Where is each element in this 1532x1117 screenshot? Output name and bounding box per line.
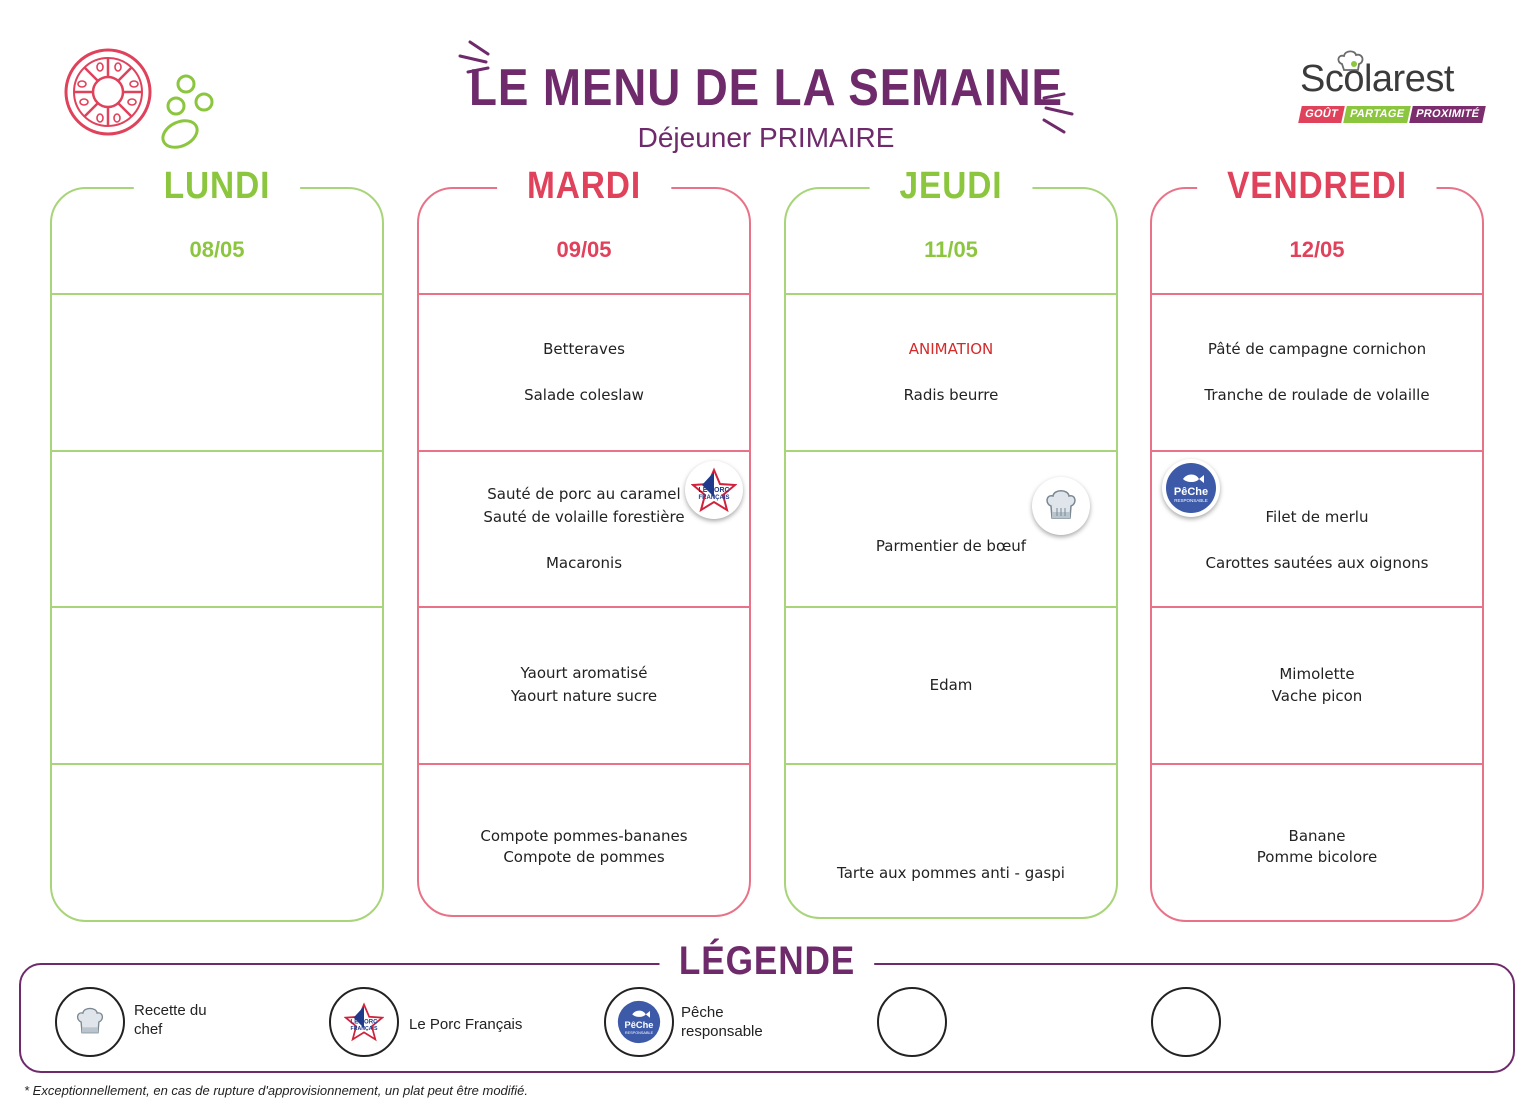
peche-responsable-icon: PêChe RESPONSABLE <box>1166 463 1216 513</box>
page-title: LE MENU DE LA SEMAINE <box>469 59 1063 117</box>
dessert-cell: Tarte aux pommes anti - gaspi <box>786 763 1116 919</box>
dish: Banane <box>1288 827 1346 845</box>
day-column-vendredi: VENDREDI 12/05 Pâté de campagne cornicho… <box>1150 165 1484 922</box>
legend-label-porc: Le Porc Français <box>409 1016 523 1033</box>
porc-badge-line1: LE PORC <box>350 1019 378 1026</box>
day-name: LUNDI <box>133 165 301 208</box>
chef-hat-icon <box>1046 490 1076 519</box>
dish: Yaourt nature sucre <box>510 687 658 705</box>
starter-cell <box>52 293 382 449</box>
dish: Pâté de campagne cornichon <box>1207 339 1427 358</box>
legend: LÉGENDE Recette du chef LE PORC FRANÇAIS… <box>19 939 1515 1073</box>
starter-cell: ANIMATION Radis beurre <box>786 293 1116 449</box>
legend-title: LÉGENDE <box>659 939 875 984</box>
dish: Filet de merlu <box>1265 507 1369 526</box>
peche-badge-line1: PêChe <box>625 1020 654 1030</box>
porc-francais-icon: LE PORC FRANÇAIS <box>691 467 737 513</box>
dish: Parmentier de bœuf <box>875 536 1027 555</box>
dessert-cell: Banane Pomme bicolore <box>1152 763 1482 919</box>
brand-logo: Scolarest GOÛT PARTAGE PROXIMITÉ <box>1298 50 1487 130</box>
day-name: VENDREDI <box>1197 165 1437 208</box>
main-cell: Parmentier de bœuf <box>786 450 1116 606</box>
tagline-partage: PARTAGE <box>1343 106 1412 123</box>
dish: Mimolette <box>1279 665 1355 683</box>
porc-francais-badge: LE PORC FRANÇAIS <box>685 461 743 519</box>
day-column-mardi: MARDI 09/05 Betteraves Salade coleslaw S… <box>417 165 751 919</box>
legend-empty-circle <box>1151 987 1221 1057</box>
day-date: 08/05 <box>189 237 245 262</box>
porc-badge-line1: LE PORC <box>698 487 729 494</box>
dish: Compote pommes-bananes <box>480 827 688 845</box>
main-cell <box>52 450 382 606</box>
dish: Macaronis <box>545 554 623 572</box>
legend-peche-circle: PêChe RESPONSABLE <box>604 987 674 1057</box>
porc-badge-line2: FRANÇAIS <box>699 495 730 501</box>
animation-label: ANIMATION <box>908 339 994 358</box>
peche-badge-line2: RESPONSABLE <box>625 1031 654 1035</box>
dairy-cell: Mimolette Vache picon <box>1152 606 1482 762</box>
dish: Compote de pommes <box>503 848 665 866</box>
dish: Carottes sautées aux oignons <box>1205 553 1429 572</box>
peche-responsable-badge: PêChe RESPONSABLE <box>1162 459 1220 517</box>
tomato-illustration-icon <box>64 48 214 149</box>
day-column-jeudi: JEUDI 11/05 ANIMATION Radis beurre Parme… <box>784 165 1118 919</box>
legend-label-peche: Pêche responsable <box>681 1004 763 1040</box>
title-sparkle-left-icon <box>458 40 490 74</box>
day-name: MARDI <box>497 165 671 208</box>
porc-badge-line2: FRANÇAIS <box>351 1026 378 1032</box>
main-cell: Filet de merlu Carottes sautées aux oign… <box>1152 450 1482 606</box>
dish: Vache picon <box>1271 687 1363 705</box>
chef-hat-icon <box>77 1007 103 1034</box>
page-subtitle: Déjeuner PRIMAIRE <box>637 122 895 153</box>
tagline-proximite: PROXIMITÉ <box>1409 106 1487 123</box>
legend-porc-circle: LE PORC FRANÇAIS <box>329 987 399 1057</box>
main-cell: Sauté de porc au caramel Sauté de volail… <box>419 450 749 606</box>
porc-francais-icon: LE PORC FRANÇAIS <box>344 1002 384 1042</box>
dish: Yaourt aromatisé <box>520 664 648 682</box>
dairy-cell: Edam <box>786 606 1116 762</box>
recette-du-chef-badge <box>1032 477 1090 535</box>
dish: Sauté de porc au caramel <box>487 485 681 503</box>
dessert-cell: Compote pommes-bananes Compote de pommes <box>419 763 749 919</box>
day-column-lundi: LUNDI 08/05 <box>50 165 384 922</box>
dish: Radis beurre <box>903 385 999 404</box>
dish: Tranche de roulade de volaille <box>1204 385 1430 404</box>
peche-responsable-icon: PêChe RESPONSABLE <box>617 1000 661 1044</box>
peche-badge-line1: PêChe <box>1174 486 1208 498</box>
day-name: JEUDI <box>869 165 1033 208</box>
brand-name: Scolarest <box>1300 58 1454 100</box>
legend-empty-circle <box>877 987 947 1057</box>
dish: Tarte aux pommes anti - gaspi <box>837 864 1065 882</box>
legend-chef-circle <box>55 987 125 1057</box>
dish: Edam <box>929 675 973 694</box>
dish: Sauté de volaille forestière <box>483 508 685 526</box>
dessert-cell <box>52 763 382 919</box>
brand-tagline: GOÛT PARTAGE PROXIMITÉ <box>1298 106 1487 123</box>
day-date: 09/05 <box>556 237 612 262</box>
day-date: 11/05 <box>924 237 978 262</box>
starter-cell: Betteraves Salade coleslaw <box>419 293 749 449</box>
day-date: 12/05 <box>1289 237 1345 262</box>
legend-label-chef: Recette du chef <box>134 1002 207 1038</box>
peche-badge-line2: RESPONSABLE <box>1174 498 1208 503</box>
dairy-cell: Yaourt aromatisé Yaourt nature sucre <box>419 606 749 762</box>
chef-hat-logo-icon <box>1337 50 1364 71</box>
dish: Betteraves <box>543 339 625 358</box>
title-sparkle-right-icon <box>1042 92 1074 134</box>
tagline-gout: GOÛT <box>1298 106 1345 123</box>
starter-cell: Pâté de campagne cornichon Tranche de ro… <box>1152 293 1482 449</box>
footnote: * Exceptionnellement, en cas de rupture … <box>24 1083 529 1098</box>
dish: Pomme bicolore <box>1256 848 1378 866</box>
dish: Salade coleslaw <box>524 385 644 404</box>
dairy-cell <box>52 606 382 762</box>
